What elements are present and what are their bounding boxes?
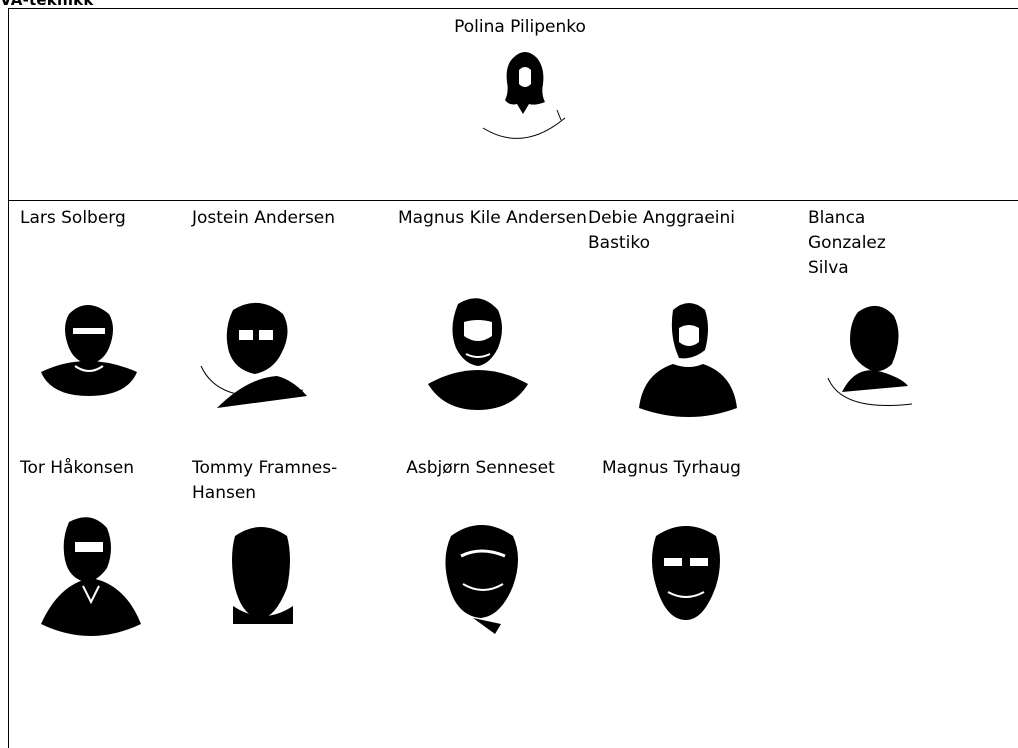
person-photo-icon <box>197 296 317 416</box>
member-card: Asbjørn Senneset <box>398 456 588 686</box>
member-card: Magnus Kile Andersen <box>398 206 588 436</box>
member-name: Tor Håkonsen <box>20 458 134 478</box>
leader-photo-icon <box>475 48 575 163</box>
member-name: Lars Solberg <box>20 208 126 228</box>
member-name: Jostein Andersen <box>192 208 336 228</box>
person-photo-icon <box>418 294 538 414</box>
member-card: Lars Solberg <box>20 206 210 436</box>
leader-card: Polina Pilipenko <box>340 8 700 193</box>
person-photo-icon <box>217 524 307 634</box>
org-frame <box>8 8 1018 748</box>
member-card: Jostein Andersen <box>192 206 382 436</box>
member-name: Magnus Tyrhaug <box>602 458 741 478</box>
section-divider <box>8 200 1018 201</box>
section-title: VA-teknikk <box>0 0 94 9</box>
member-card: Magnus Tyrhaug <box>602 456 792 686</box>
leader-name: Polina Pilipenko <box>454 17 586 37</box>
person-photo-icon <box>35 296 145 411</box>
person-photo-icon <box>642 522 732 637</box>
member-card: Tor Håkonsen <box>20 456 210 686</box>
member-card: Debie Anggraeini Bastiko <box>588 206 778 436</box>
member-name: Asbjørn Senneset <box>406 458 555 478</box>
person-photo-icon <box>433 522 533 637</box>
member-name: Debie Anggraeini Bastiko <box>588 208 735 253</box>
member-card: Blanca Gonzalez Silva <box>808 206 998 436</box>
person-photo-icon <box>818 298 928 418</box>
person-photo-icon <box>633 298 743 418</box>
member-card: Tommy Framnes-Hansen <box>192 456 382 686</box>
member-name: Magnus Kile Andersen <box>398 208 587 228</box>
member-name: Tommy Framnes-Hansen <box>192 458 338 503</box>
member-name: Blanca Gonzalez Silva <box>808 208 886 278</box>
person-photo-icon <box>35 514 145 644</box>
